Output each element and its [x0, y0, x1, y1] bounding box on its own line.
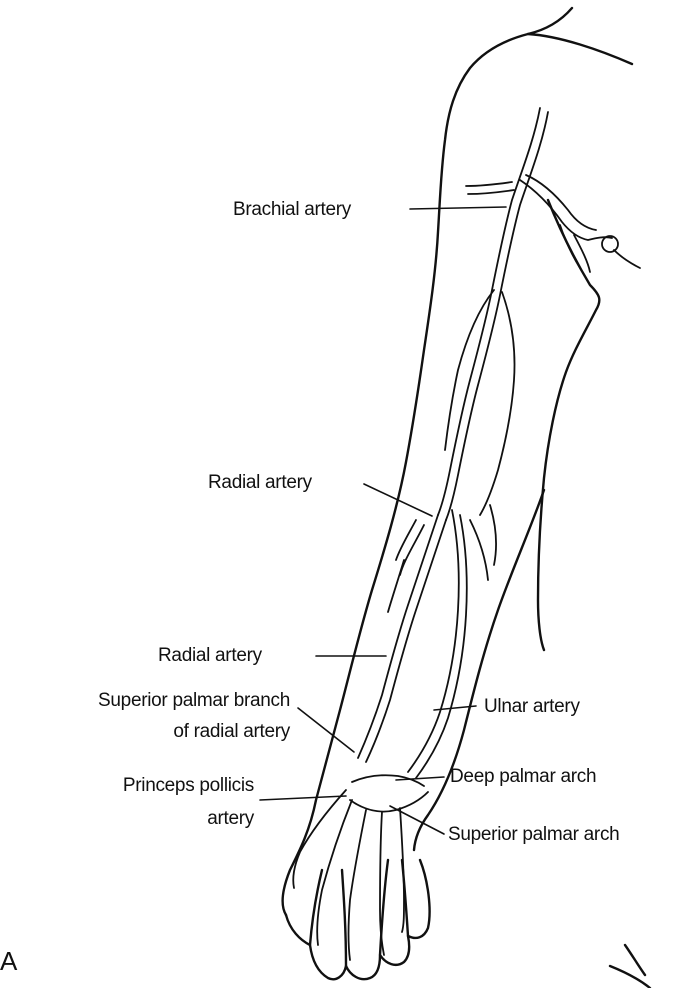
partial-limb-outline: [610, 945, 650, 988]
shoulder-top-outline: [528, 34, 632, 64]
digital-arteries: [317, 800, 404, 960]
ulnar-artery-vessel-inner: [416, 515, 467, 778]
radial-artery-vessel: [358, 515, 438, 758]
superficial-palmar-arch-vessel: [350, 792, 428, 812]
forearm-medial-outline: [414, 490, 544, 850]
forearm-branches: [388, 505, 496, 612]
label-princeps-pollicis-line2: artery: [40, 806, 254, 832]
label-superior-palmar-branch-line1: Superior palmar branch: [8, 688, 290, 714]
leader-radial-artery-upper: [364, 484, 432, 516]
label-radial-artery-upper: Radial artery: [208, 470, 312, 496]
brachial-artery-vessel: [438, 108, 540, 515]
label-ulnar-artery: Ulnar artery: [484, 694, 580, 720]
label-princeps-pollicis-line1: Princeps pollicis: [40, 773, 254, 799]
axilla-outline: [538, 200, 599, 650]
leader-princeps-pollicis: [260, 796, 346, 800]
label-superior-palmar-arch: Superior palmar arch: [448, 822, 619, 848]
leader-brachial-artery: [410, 207, 506, 209]
label-brachial-artery: Brachial artery: [233, 197, 351, 223]
collateral-vessels-upper: [445, 290, 515, 515]
finger-lines: [310, 860, 408, 966]
ulnar-artery-vessel: [408, 510, 459, 772]
label-superior-palmar-branch-line2: of radial artery: [8, 719, 290, 745]
leader-superior-palmar-branch: [298, 708, 354, 752]
label-deep-palmar-arch: Deep palmar arch: [450, 764, 596, 790]
label-radial-artery-lower: Radial artery: [158, 643, 262, 669]
brachial-artery-vessel-inner: [446, 112, 548, 520]
deep-palmar-arch-vessel: [352, 775, 424, 786]
leader-superior-palmar-arch: [390, 806, 444, 834]
panel-letter: A: [0, 946, 17, 977]
